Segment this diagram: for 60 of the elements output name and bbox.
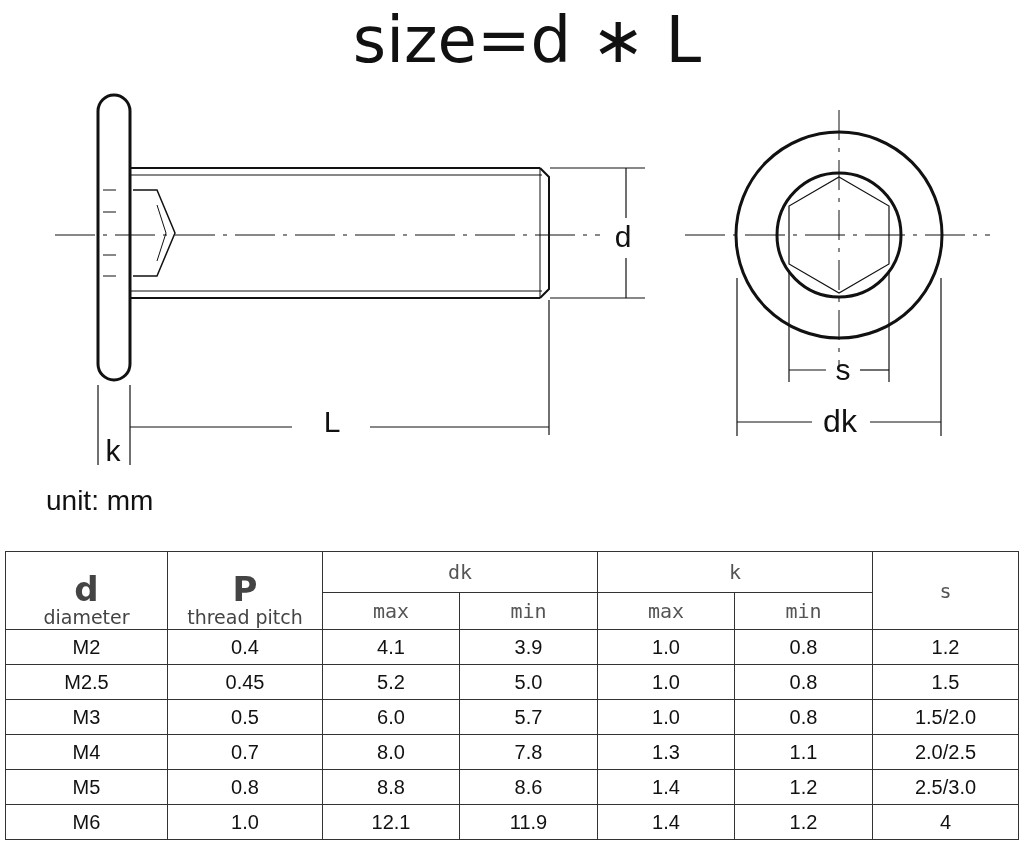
- unit-note: unit: mm: [46, 487, 154, 515]
- column-subheading: max: [647, 599, 685, 623]
- dimension-value: 1.0: [652, 705, 680, 728]
- dimension-value: 5.7: [514, 705, 543, 728]
- dimension-value: 6.0: [377, 705, 405, 728]
- dimension-value: 8.6: [514, 775, 543, 798]
- thread-size: M4: [72, 740, 101, 763]
- column-subheading: min: [510, 599, 547, 623]
- column-heading: k: [729, 560, 742, 584]
- dimension-value: 2.5/3.0: [914, 775, 977, 798]
- title: size=d ∗ L: [352, 8, 702, 72]
- dimension-label: k: [105, 436, 121, 466]
- thread-size: M2.5: [64, 670, 109, 693]
- dimension-label: L: [323, 407, 341, 437]
- thread-size: M3: [72, 705, 101, 728]
- dimension-value: 7.8: [514, 740, 543, 763]
- dimension-value: 1.5: [931, 670, 960, 693]
- column-heading: diameter: [43, 606, 130, 628]
- pitch-value: 1.0: [231, 810, 259, 833]
- dimension-value: 2.0/2.5: [914, 740, 977, 763]
- pitch-value: 0.5: [231, 705, 259, 728]
- dimension-value: 8.0: [377, 740, 405, 763]
- thread-size: M6: [72, 810, 101, 833]
- column-heading: s: [939, 578, 952, 603]
- dimension-value: 0.8: [789, 705, 818, 728]
- column-subheading: min: [785, 599, 822, 623]
- column-subheading: max: [372, 599, 410, 623]
- column-symbol: P: [232, 572, 258, 606]
- column-heading: dk: [447, 560, 473, 584]
- dimension-value: 5.0: [514, 670, 543, 693]
- dimension-label: dk: [823, 405, 857, 437]
- dimension-value: 1.2: [789, 810, 818, 833]
- dimension-value: 11.9: [509, 810, 548, 833]
- dimension-value: 1.4: [652, 810, 680, 833]
- dimension-value: 0.8: [789, 635, 818, 658]
- dimension-value: 1.5/2.0: [914, 705, 977, 728]
- thread-size: M5: [72, 775, 101, 798]
- pitch-value: 0.7: [231, 740, 259, 763]
- dimension-value: 1.2: [789, 775, 818, 798]
- dimension-value: 1.4: [652, 775, 680, 798]
- dimension-value: 1.0: [652, 635, 680, 658]
- dimension-value: 4.1: [377, 635, 405, 658]
- dimension-value: 3.9: [514, 635, 543, 658]
- pitch-value: 0.45: [225, 670, 265, 693]
- pitch-value: 0.8: [231, 775, 259, 798]
- thread-size: M2: [72, 635, 101, 658]
- column-symbol: d: [74, 572, 99, 606]
- pitch-value: 0.4: [231, 635, 259, 658]
- dimension-value: 1.0: [652, 670, 680, 693]
- dimension-value: 1.3: [652, 740, 680, 763]
- dimension-value: 1.1: [789, 740, 818, 763]
- dimension-value: 12.1: [371, 810, 411, 833]
- dimension-label: d: [614, 222, 632, 252]
- dimension-value: 5.2: [377, 670, 405, 693]
- column-heading: thread pitch: [187, 606, 303, 628]
- dimension-value: 0.8: [789, 670, 818, 693]
- dimension-value: 8.8: [377, 775, 405, 798]
- dimension-label: s: [835, 355, 851, 385]
- dimension-value: 1.2: [931, 635, 960, 658]
- dimension-value: 4: [939, 810, 952, 833]
